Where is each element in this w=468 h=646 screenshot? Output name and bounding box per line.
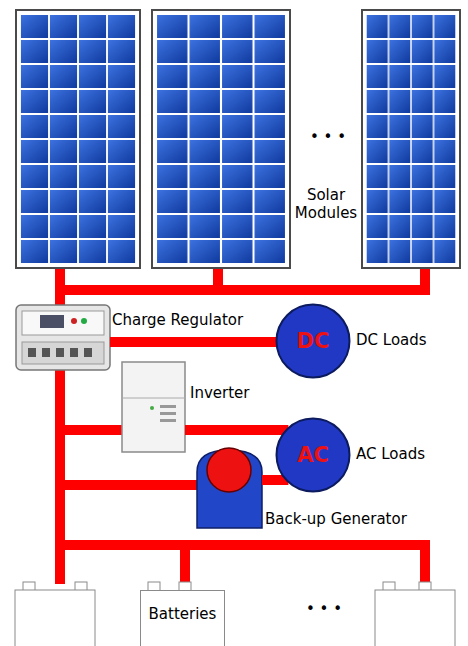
inverter-detail: [160, 405, 176, 408]
text-anchor: DC: [275, 303, 351, 379]
terminal: [84, 348, 92, 357]
ellipsis-dots-holder: • • •: [300, 128, 356, 146]
inverter-seam: [122, 398, 185, 399]
terminal: [56, 348, 64, 357]
text-anchor: Charge Regulator: [112, 311, 243, 329]
ellipsis-dots: • • •: [300, 128, 356, 146]
power-wire: [110, 337, 279, 347]
inverter-led: [150, 406, 154, 410]
terminal: [42, 348, 50, 357]
panel-cells: [20, 14, 136, 264]
text-anchor: Inverter: [190, 384, 249, 402]
regulator-terminals: [22, 342, 104, 364]
solar-modules-label: Solar Modules: [291, 186, 361, 222]
panel-frame: [362, 10, 460, 268]
battery-icon: [375, 582, 455, 646]
battery-wire: [180, 540, 190, 584]
ellipsis-dots: • • •: [296, 600, 352, 618]
node-label: Batteries: [149, 605, 217, 623]
dc-load-circle: DCDC Loads: [275, 303, 351, 379]
regulator-led: [71, 318, 77, 324]
backup-generator: Back-up Generator: [195, 448, 262, 528]
inverter-detail: [160, 419, 176, 422]
node-label: Back-up Generator: [265, 510, 407, 528]
solar-panel: [152, 10, 290, 268]
ac-load-circle: ACAC Loads: [275, 417, 351, 493]
text-anchor: DC Loads: [356, 331, 427, 349]
solar-modules-label-holder: Solar Modules: [291, 186, 361, 222]
circle-shape: [277, 419, 350, 492]
panel-bus: [55, 285, 430, 295]
inverter-case: [122, 362, 185, 452]
generator-drum: [207, 448, 251, 492]
terminal: [28, 348, 36, 357]
text-anchor: AC: [275, 417, 351, 493]
battery-bus: [55, 540, 430, 550]
node-label: AC Loads: [356, 445, 425, 463]
battery-icon: [15, 582, 95, 646]
panel-frame: [152, 10, 290, 268]
battery-wire: [420, 540, 430, 584]
terminal: [70, 348, 78, 357]
circle-code: AC: [297, 443, 329, 467]
inverter: Inverter: [122, 362, 185, 452]
inverter-icon: [122, 362, 185, 452]
ellipsis-dots-holder: • • •: [296, 600, 352, 618]
charge-regulator: Charge Regulator: [16, 305, 110, 370]
panel-cells: [156, 14, 286, 264]
node-label: Charge Regulator: [112, 311, 243, 329]
inverter-feed: [55, 425, 124, 435]
circle-shape: [277, 305, 350, 378]
generator-feed: [55, 480, 199, 490]
regulator-display: [40, 315, 64, 328]
regulator-led: [81, 318, 87, 324]
text-anchor: AC Loads: [356, 445, 425, 463]
battery-case: [375, 590, 455, 646]
text-anchor: Batteries: [141, 591, 224, 646]
generator-icon: [197, 448, 262, 528]
panel-cells: [366, 14, 456, 264]
charge-regulator-icon: [16, 305, 110, 370]
circle-code: DC: [297, 329, 330, 353]
text-anchor: Back-up Generator: [265, 510, 407, 528]
node-label: Inverter: [190, 384, 249, 402]
regulator-case: [16, 305, 110, 370]
power-wire: [185, 425, 288, 435]
node-label: DC Loads: [356, 331, 427, 349]
battery-box: Batteries: [140, 590, 225, 646]
battery-bus: [55, 368, 65, 584]
solar-panel: [362, 10, 460, 268]
battery-case: [15, 590, 95, 646]
wiring: [55, 266, 430, 584]
panel-frame: [16, 10, 140, 268]
inverter-detail: [160, 412, 176, 415]
solar-panel: [16, 10, 140, 268]
regulator-panel: [22, 311, 104, 335]
